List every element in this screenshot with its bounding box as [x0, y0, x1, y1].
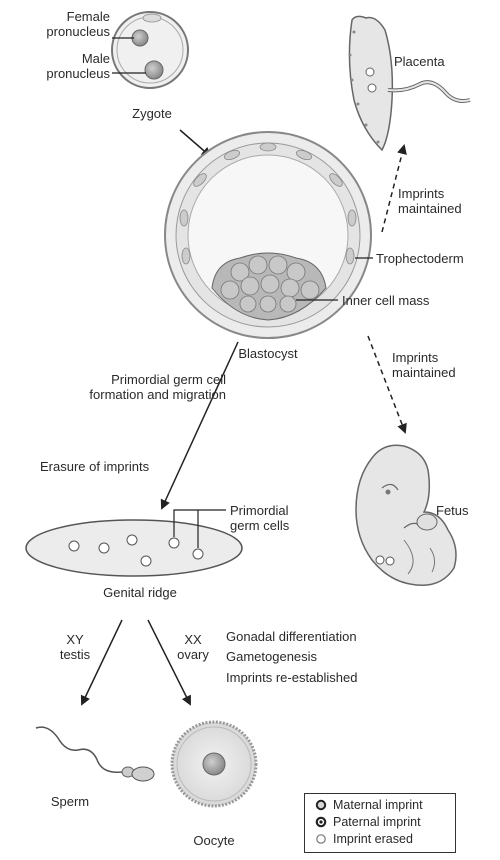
- xx-ovary-line1: XX: [168, 632, 218, 647]
- imprint-erased-marker: [315, 833, 327, 845]
- male-pronucleus-label-line2: pronucleus: [12, 66, 110, 81]
- legend: Maternal imprint Paternal imprint Imprin…: [304, 793, 456, 853]
- sperm: [36, 727, 154, 781]
- blastocyst: [165, 132, 371, 338]
- pgc-formation-line1: Primordial germ cell: [20, 372, 226, 387]
- pgc-formation-line2: formation and migration: [20, 387, 226, 402]
- female-pronucleus-label-line2: pronucleus: [12, 24, 110, 39]
- female-pronucleus-label-line1: Female: [12, 9, 110, 24]
- primordial-germ-cells-line2: germ cells: [230, 518, 289, 533]
- imprints-maintained-bottom-line1: Imprints: [392, 350, 456, 365]
- imprints-maintained-top-line1: Imprints: [398, 186, 462, 201]
- imprints-maintained-bottom-line2: maintained: [392, 365, 456, 380]
- placenta-label: Placenta: [394, 54, 445, 69]
- primordial-germ-cells-line1: Primordial: [230, 503, 289, 518]
- legend-paternal-label: Paternal imprint: [333, 815, 421, 830]
- gametogenesis-label: Gametogenesis: [226, 649, 317, 664]
- xx-ovary-line2: ovary: [168, 647, 218, 662]
- imprints-maintained-top-label: Imprints maintained: [398, 186, 462, 216]
- pgc-formation-label: Primordial germ cell formation and migra…: [20, 372, 226, 402]
- oocyte-label: Oocyte: [184, 833, 244, 848]
- genital-ridge-label: Genital ridge: [90, 585, 190, 600]
- male-pronucleus-label: Male pronucleus: [12, 51, 110, 81]
- fetus-label: Fetus: [436, 503, 469, 518]
- inner-cell-mass-label: Inner cell mass: [342, 293, 429, 308]
- trophectoderm-label: Trophectoderm: [376, 251, 464, 266]
- erasure-of-imprints-label: Erasure of imprints: [40, 459, 149, 474]
- zygote-label: Zygote: [120, 106, 184, 121]
- imprints-maintained-top-line2: maintained: [398, 201, 462, 216]
- male-pronucleus-label-line1: Male: [12, 51, 110, 66]
- placenta: [349, 16, 471, 150]
- xy-testis-label: XY testis: [50, 632, 100, 662]
- imprints-maintained-bottom-label: Imprints maintained: [392, 350, 456, 380]
- primordial-germ-cells-label: Primordial germ cells: [230, 503, 289, 533]
- gonadal-differentiation-label: Gonadal differentiation: [226, 629, 357, 644]
- arrow-to-genital-ridge: [162, 342, 238, 508]
- xy-testis-line1: XY: [50, 632, 100, 647]
- genital-ridge: [26, 520, 242, 576]
- xx-ovary-label: XX ovary: [168, 632, 218, 662]
- zygote: [112, 12, 188, 88]
- paternal-imprint-marker: [315, 816, 327, 828]
- blastocyst-label: Blastocyst: [228, 346, 308, 361]
- legend-erased-label: Imprint erased: [333, 832, 413, 847]
- maternal-imprint-marker: [315, 799, 327, 811]
- imprints-reestablished-label: Imprints re-established: [226, 670, 358, 685]
- sperm-label: Sperm: [40, 794, 100, 809]
- legend-maternal-label: Maternal imprint: [333, 798, 423, 813]
- xy-testis-line2: testis: [50, 647, 100, 662]
- oocyte: [172, 722, 256, 806]
- female-pronucleus-label: Female pronucleus: [12, 9, 110, 39]
